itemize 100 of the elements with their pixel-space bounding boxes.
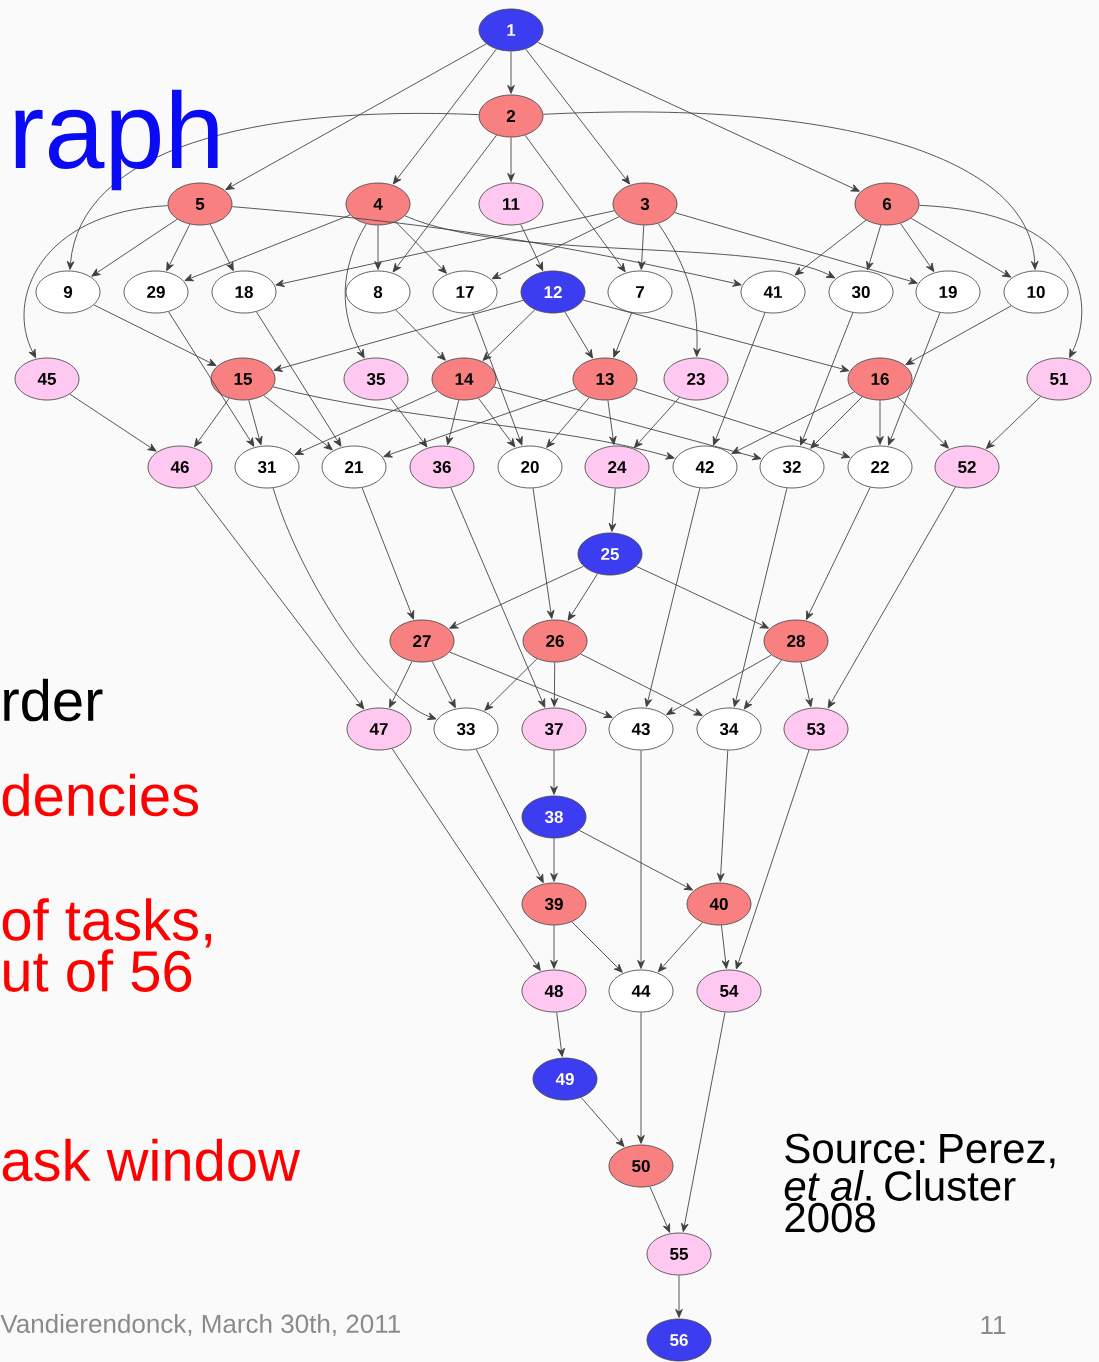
arrow [675, 1275, 683, 1318]
arrow [900, 223, 935, 272]
slide-text: of tasks, ut of 56 [2, 898, 211, 992]
arrow [800, 661, 813, 708]
arrow [580, 653, 703, 716]
arrow [550, 925, 558, 969]
arrow [275, 210, 615, 287]
arrow [649, 1186, 671, 1233]
arrow [580, 1097, 625, 1148]
slide-text: dencies [2, 773, 199, 817]
arrow [712, 312, 766, 446]
arrow [507, 137, 515, 182]
arrow [484, 658, 538, 711]
arrow [866, 224, 882, 271]
arrow [209, 223, 234, 272]
arrow [477, 397, 516, 448]
arrow [608, 487, 617, 532]
arrow [876, 400, 884, 445]
arrow [256, 311, 342, 447]
arrow [374, 225, 382, 270]
arrow [344, 223, 367, 359]
arrow [225, 43, 487, 191]
arrow [905, 305, 1012, 366]
arrow [389, 397, 428, 448]
arrow [404, 215, 836, 279]
arrow [395, 221, 447, 274]
arrow [910, 217, 1012, 278]
arrow [550, 750, 558, 795]
arrow [194, 397, 230, 448]
arrow [532, 487, 555, 619]
arrow [637, 750, 645, 969]
arrow [567, 573, 598, 621]
arrow [392, 48, 497, 185]
arrow [731, 391, 855, 454]
arrow [23, 205, 169, 359]
arrow [294, 390, 438, 455]
arrow [582, 299, 850, 373]
slide-text: ask window [2, 1138, 301, 1182]
arrow [571, 921, 623, 973]
arrow [391, 748, 541, 971]
arrow [550, 662, 559, 707]
arrow [383, 388, 577, 458]
arrow [633, 397, 680, 449]
arrow [637, 1012, 645, 1144]
arrow [564, 311, 593, 359]
arrow [985, 396, 1041, 449]
arrow [636, 565, 769, 629]
arrow [716, 750, 729, 882]
arrow [445, 399, 460, 446]
arrow [735, 749, 810, 970]
page-number: 11 [981, 1316, 1006, 1334]
arrow [361, 487, 415, 620]
arrow [537, 41, 860, 192]
arrow [657, 223, 701, 357]
arrow [657, 922, 703, 973]
arrow [263, 395, 333, 451]
source-note: Source: Perez, et al. Cluster 2008 [784, 1133, 1055, 1233]
arrow [272, 386, 675, 460]
arrow [507, 51, 515, 94]
arrow [493, 386, 762, 461]
arrow [799, 312, 854, 446]
arrow [897, 396, 949, 449]
arrow [887, 312, 941, 446]
arrow [166, 223, 191, 272]
arrow [805, 487, 871, 620]
arrow [681, 1011, 726, 1233]
arrow [449, 651, 613, 718]
arrow [449, 565, 584, 629]
arrow [194, 485, 365, 710]
arrow [542, 111, 1039, 270]
arrow [91, 218, 178, 277]
arrow [743, 659, 782, 710]
arrow [482, 309, 536, 361]
arrow [491, 216, 620, 280]
arrow [607, 399, 617, 445]
arrow [637, 225, 646, 270]
arrow [184, 214, 351, 282]
arrow [644, 487, 701, 708]
arrow [524, 134, 626, 273]
arrow [450, 487, 546, 708]
arrow [395, 309, 446, 361]
arrow [674, 212, 918, 285]
arrow [666, 654, 772, 715]
arrow [69, 393, 157, 452]
arrow [525, 48, 631, 185]
arrow [66, 112, 480, 270]
arrow [93, 304, 217, 367]
slide-text: rder [4, 678, 103, 722]
arrow [546, 397, 590, 448]
arrow [721, 924, 730, 969]
arrow [472, 312, 523, 446]
arrow [550, 838, 558, 882]
arrow [475, 748, 544, 884]
arrow [231, 206, 742, 287]
arrow [732, 487, 788, 708]
arrow [613, 312, 633, 358]
arrow [827, 486, 956, 709]
arrow [794, 219, 867, 276]
arrow [918, 204, 1083, 359]
arrow [578, 829, 694, 891]
